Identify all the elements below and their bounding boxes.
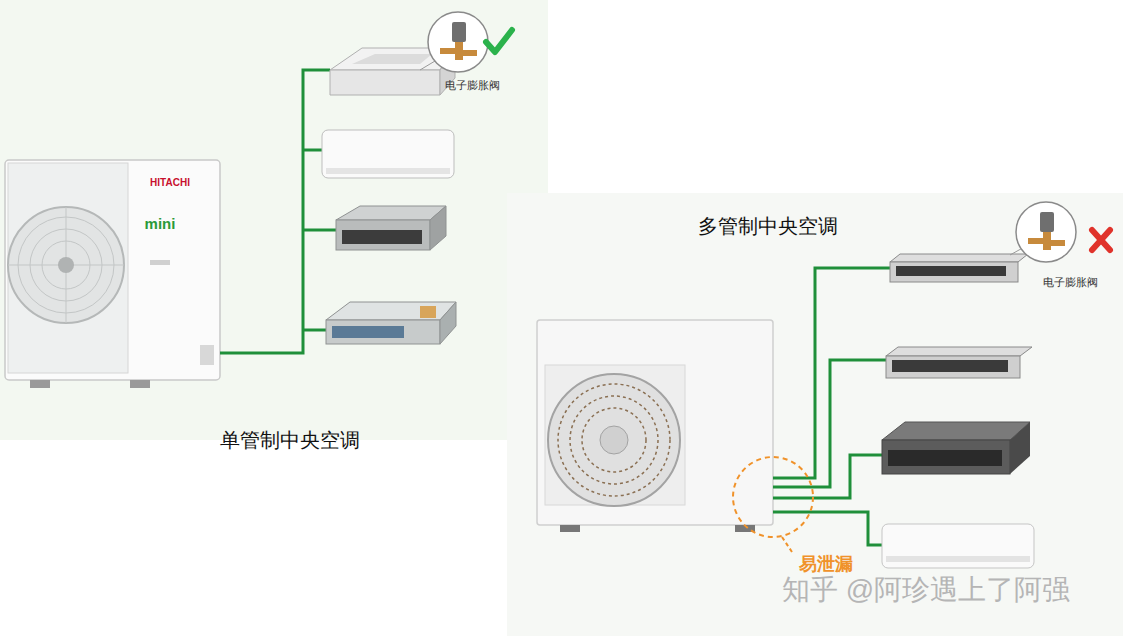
leak-label: 易泄漏 <box>799 554 853 576</box>
leak-circle <box>733 457 813 537</box>
duct-unit <box>886 347 1032 378</box>
cross-mark <box>1092 230 1110 250</box>
model-logo: mini <box>145 215 176 233</box>
duct-unit <box>326 302 456 344</box>
valve-label: 电子膨胀阀 <box>1043 276 1098 289</box>
outdoor-unit-left <box>5 160 220 388</box>
valve-label: 电子膨胀阀 <box>445 79 500 92</box>
outdoor-unit-right <box>537 320 773 532</box>
wall-unit <box>322 130 454 178</box>
valve-callout <box>1010 202 1110 262</box>
duct-unit <box>336 206 446 250</box>
valve-callout <box>420 12 512 72</box>
refrigerant-pipe <box>220 70 336 353</box>
leader-line <box>782 537 792 552</box>
check-mark <box>486 30 512 52</box>
watermark: 知乎 @阿珍遇上了阿强 <box>782 573 1070 607</box>
brand-logo: HITACHI <box>150 177 190 189</box>
refrigerant-pipe <box>773 268 890 545</box>
panel-title: 单管制中央空调 <box>220 428 360 452</box>
panel-title: 多管制中央空调 <box>698 214 838 238</box>
duct-unit <box>882 422 1030 474</box>
left-panel <box>0 0 548 440</box>
duct-unit <box>890 254 1028 282</box>
wall-unit <box>882 524 1034 568</box>
right-panel <box>507 193 1123 636</box>
